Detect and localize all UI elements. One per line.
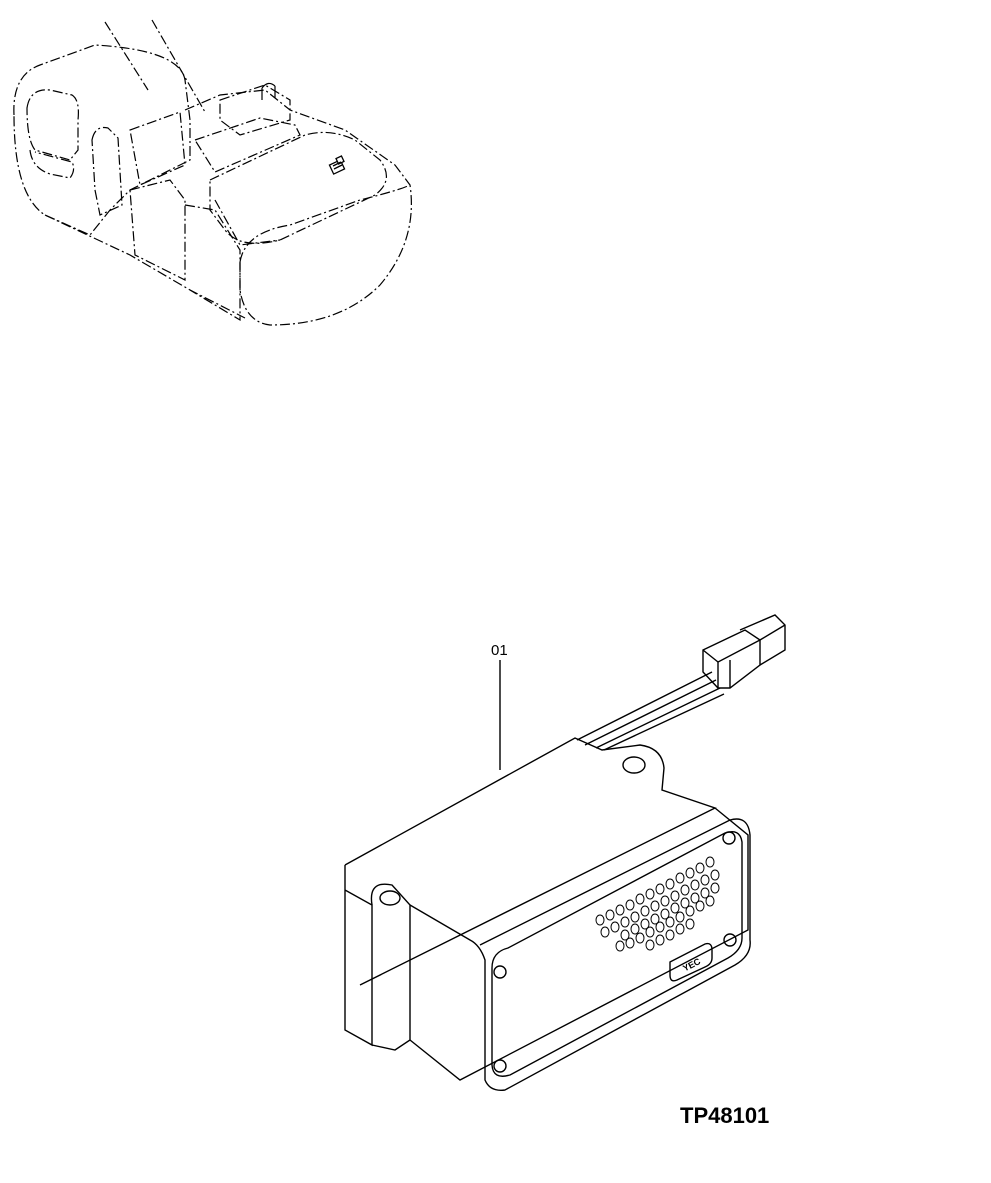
speaker-grille [595,856,720,952]
buzzer-front-face [409,818,751,1091]
engine-cover [209,131,387,244]
cab-lower-window [29,149,75,179]
callout-label-01: 01 [491,642,508,659]
buzzer-top-face [344,737,717,986]
screw-top-right [722,831,736,845]
cab-rear-window [129,111,186,186]
rear-box [219,84,291,136]
wire-harness [576,671,725,751]
connector [702,614,786,689]
engine-cover-inner [214,199,281,246]
mounting-hole-left [379,890,401,906]
cab-outline [13,44,191,236]
figure-id: TP48101 [680,1103,770,1128]
exhaust-stack [261,82,276,100]
buzzer-front-panel [491,830,743,1077]
buzzer-side-flange [370,883,411,1051]
cab-front-window [26,89,79,161]
logo-text: YEC [681,956,702,974]
hood-panel [194,117,301,173]
buzzer-location-marker [328,155,346,175]
side-panel [129,179,186,281]
yec-logo-badge [669,942,713,982]
screw-bottom-left [493,1059,507,1073]
counterweight-front [239,184,411,263]
side-panel-2 [184,204,241,322]
mounting-hole-top [622,756,646,774]
boom-outline [104,19,206,113]
buzzer-side-block [344,865,373,1047]
upper-deck-outline [184,89,412,326]
bottom-edge [44,214,246,319]
cab-side-window [91,126,123,216]
buzzer-unit [344,614,786,1091]
buzzer-body-bottom [409,807,749,1081]
screw-bottom-right [723,933,737,947]
screw-top-left [493,965,507,979]
excavator-locator-view [13,19,412,326]
